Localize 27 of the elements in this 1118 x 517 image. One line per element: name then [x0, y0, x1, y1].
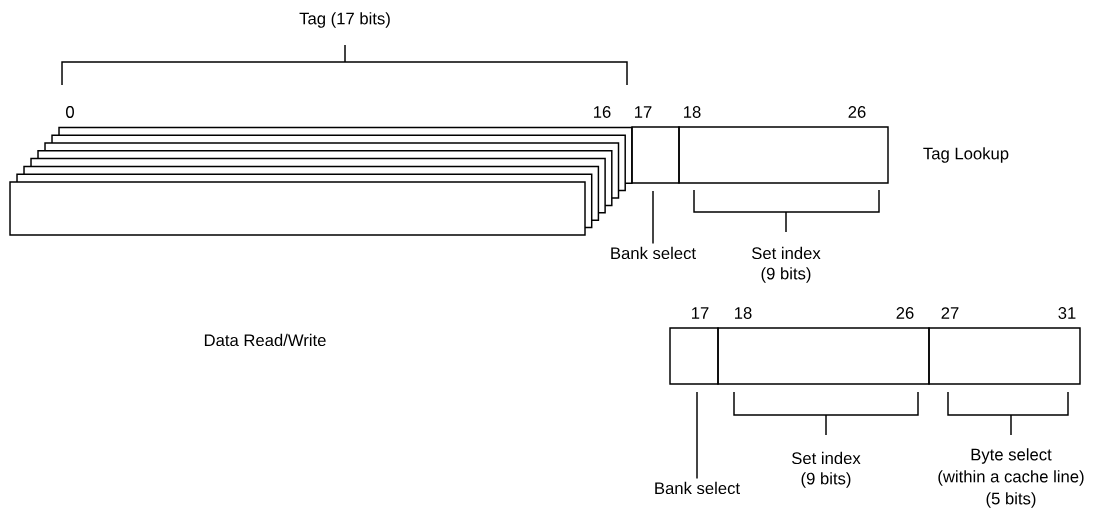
- field-box: [631, 126, 680, 184]
- field-box: [717, 327, 930, 385]
- field-box: [928, 327, 1081, 385]
- section-label: Data Read/Write: [204, 333, 326, 347]
- field-box: [669, 327, 719, 385]
- bit-number: 17: [635, 106, 652, 118]
- bit-number: 16: [594, 106, 611, 118]
- field-label: (9 bits): [761, 267, 811, 283]
- field-label: Bank select: [611, 246, 696, 260]
- field-box: [678, 126, 889, 184]
- bit-number: 17: [692, 307, 709, 319]
- leader-line: [696, 391, 698, 480]
- field-label: Bank select: [655, 481, 740, 495]
- bit-number: 27: [941, 307, 959, 319]
- section-label: Tag Lookup: [923, 147, 1009, 163]
- bit-number: 0: [66, 106, 74, 118]
- field-label: (9 bits): [801, 472, 851, 488]
- field-label: (within a cache line): [938, 470, 1084, 486]
- leader-line: [652, 190, 654, 245]
- bit-number: 26: [896, 307, 914, 319]
- section-label: Tag (17 bits): [299, 12, 390, 28]
- field-label: Set index: [752, 246, 821, 260]
- bit-number: 18: [684, 106, 701, 118]
- field-label: Byte select: [971, 448, 1052, 464]
- field-label: (5 bits): [986, 492, 1036, 508]
- field-label: Set index: [792, 451, 861, 465]
- bit-number: 18: [735, 307, 752, 319]
